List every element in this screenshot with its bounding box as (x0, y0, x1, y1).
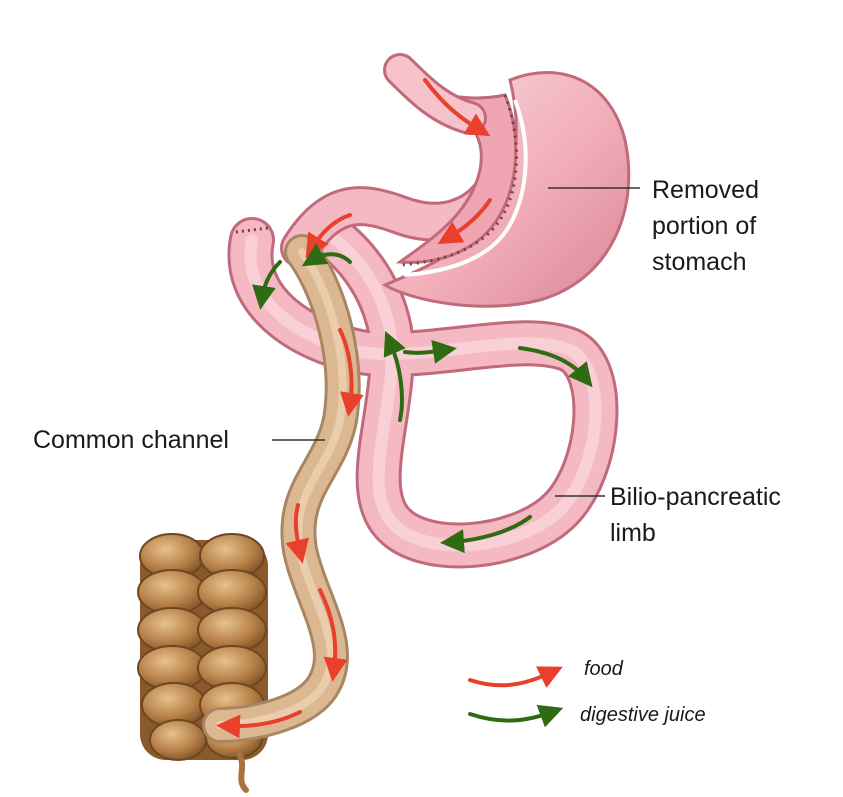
label-removed-line1: Removed (652, 176, 759, 204)
juice-arrow-1 (301, 243, 352, 267)
juice-arrows (251, 243, 593, 554)
juice-arrow-5 (518, 346, 593, 388)
label-bilio-line2: limb (610, 519, 656, 547)
food-arrow-4 (338, 328, 364, 417)
food-arrow-1 (423, 78, 491, 137)
label-bilio-line1: Bilio-pancreatic (610, 483, 781, 511)
label-common-channel: Common channel (33, 426, 229, 454)
juice-arrow-2 (251, 260, 282, 310)
food-arrow-5 (285, 503, 309, 564)
label-removed-portion: Removed portion of stomach (652, 172, 759, 280)
food-arrow-6 (318, 588, 348, 682)
legend-juice-arrow (468, 704, 564, 728)
juice-arrow-6 (440, 515, 532, 554)
juice-arrow-3 (383, 330, 406, 422)
legend-arrows (468, 666, 564, 728)
legend-food-label: food (584, 658, 623, 680)
colon (137, 533, 268, 793)
label-removed-line3: stomach (652, 248, 747, 276)
label-bilio-pancreatic: Bilio-pancreatic limb (610, 479, 781, 551)
legend-food-arrow (468, 666, 563, 689)
food-arrows (216, 78, 492, 739)
label-removed-line2: portion of (652, 212, 757, 240)
juice-arrow-4 (403, 339, 457, 364)
food-arrow-7 (216, 710, 302, 739)
leader-lines (272, 187, 640, 497)
food-arrow-2 (437, 198, 492, 245)
legend-juice-label: digestive juice (580, 704, 706, 726)
bilio-pancreatic-limb (227, 212, 619, 569)
